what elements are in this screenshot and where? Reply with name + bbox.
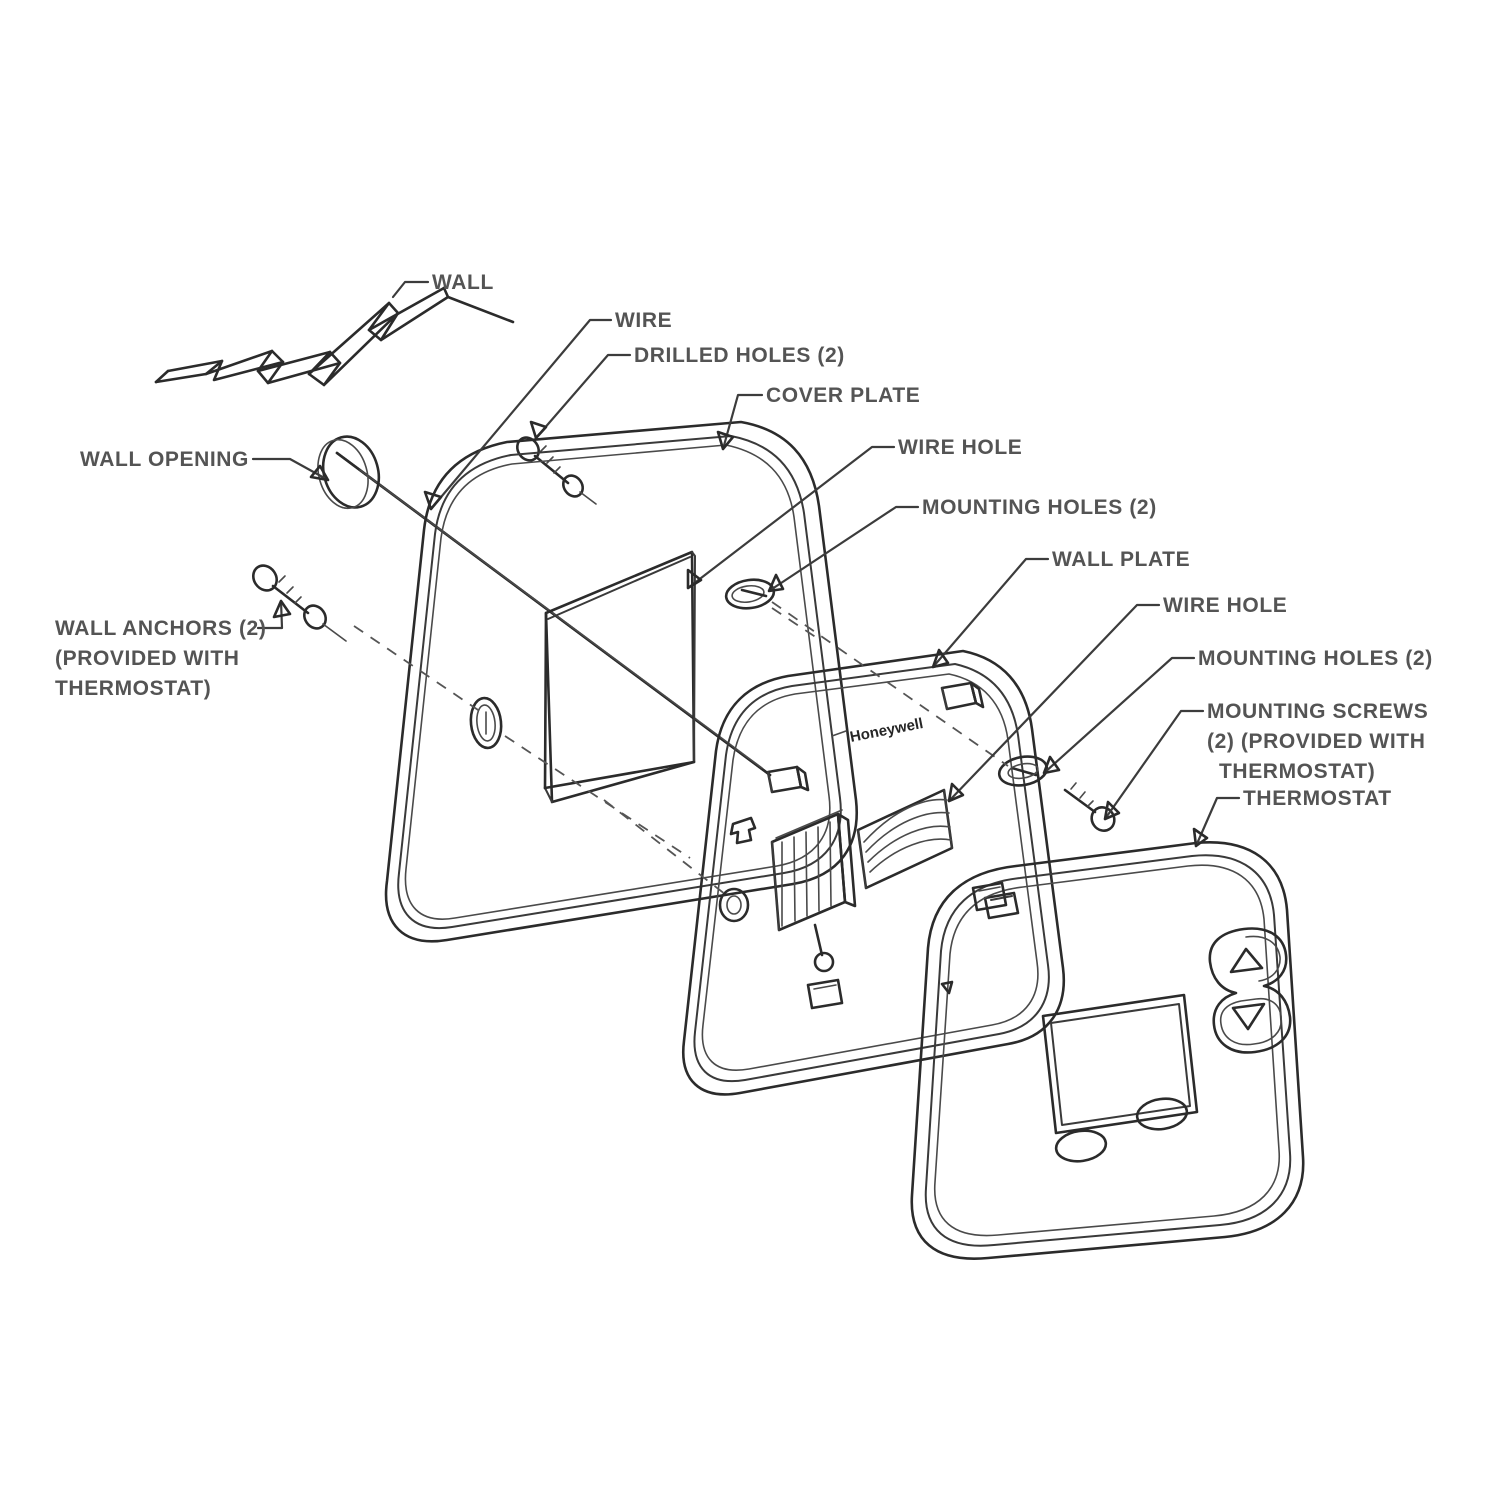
thermostat-oval-buttons [1054,1097,1189,1163]
thermostat-left-marker [940,980,954,995]
triangle-down-icon [1231,1002,1266,1031]
label-wire-hole-cover: WIRE HOLE [898,436,1022,459]
triangle-up-icon [1229,947,1264,974]
wall-plate-round-hole [718,887,750,923]
label-wire: WIRE [615,309,672,332]
wall-plate-clip-left [729,816,757,845]
wall-symbol [154,286,515,387]
wall-anchor-screw [252,564,347,642]
wall-plate-mounting-hole-upper [997,755,1049,787]
wall-plate-wire-lead [806,923,844,1010]
leader-mounting-holes-cover [767,505,920,593]
leader-wall-anchors [256,599,284,630]
label-wall-plate: WALL PLATE [1052,548,1190,571]
label-wall: WALL [432,271,494,294]
wall-plate-tab-left [766,765,810,794]
wall-plate: Honeywell [681,649,1066,1096]
oval-button-right [1135,1097,1189,1131]
leader-wall-plate [931,557,1050,669]
label-wall-anchors: WALL ANCHORS (2) (PROVIDED WITH THERMOST… [55,617,266,700]
label-layer: WALL WIRE DRILLED HOLES (2) COVER PLATE … [55,271,1433,810]
wall-plate-terminal-block [770,809,857,932]
leader-wire-hole-plate [947,603,1161,803]
label-mounting-screws-line3: THERMOSTAT) [1219,760,1375,783]
label-wall-anchors-line1: WALL ANCHORS (2) [55,617,266,640]
leader-wall [391,280,430,299]
label-mounting-screws-line2: (2) (PROVIDED WITH [1207,730,1425,753]
wall-plate-tab-top [940,681,985,711]
leader-mounting-holes-plate [1042,656,1196,775]
thermostat-tab-top [971,881,1008,912]
thermostat-arrow-buttons [1208,927,1292,1054]
alignment-guides [353,601,1009,899]
label-mounting-screws: MOUNTING SCREWS (2) (PROVIDED WITH THERM… [1207,700,1428,783]
leader-wire-hole-cover [686,445,896,590]
cover-plate-mounting-hole-left [469,696,503,750]
oval-button-left [1054,1129,1108,1163]
leader-wire [429,318,613,511]
label-mounting-holes-cover: MOUNTING HOLES (2) [922,496,1157,519]
leader-drilled-holes [534,353,632,440]
cover-plate [384,420,859,943]
label-wall-anchors-line2: (PROVIDED WITH [55,647,240,670]
leader-thermostat [1194,796,1241,848]
label-thermostat: THERMOSTAT [1243,787,1392,810]
cover-plate-mounting-hole-right [724,578,776,610]
label-mounting-holes-plate: MOUNTING HOLES (2) [1198,647,1433,670]
label-drilled-holes: DRILLED HOLES (2) [634,344,845,367]
label-cover-plate: COVER PLATE [766,384,920,407]
label-mounting-screws-line1: MOUNTING SCREWS [1207,700,1428,723]
wall-plate-wire-hole [856,788,954,890]
leader-cover-plate [721,393,764,451]
leader-lines [251,280,1241,848]
thermostat [910,841,1305,1260]
brand-logo-text: Honeywell [849,715,925,746]
cover-plate-wire-hole [543,550,696,804]
label-wire-hole-plate: WIRE HOLE [1163,594,1287,617]
label-wall-anchors-line3: THERMOSTAT) [55,677,211,700]
mounting-screw [1063,782,1116,832]
label-wall-opening: WALL OPENING [80,448,249,471]
leader-mounting-screws [1103,709,1205,821]
wire-bundle [335,451,772,777]
thermostat-display [1041,993,1199,1135]
drilled-hole-anchor-upper [516,436,597,505]
wall-opening-shape [317,435,381,510]
